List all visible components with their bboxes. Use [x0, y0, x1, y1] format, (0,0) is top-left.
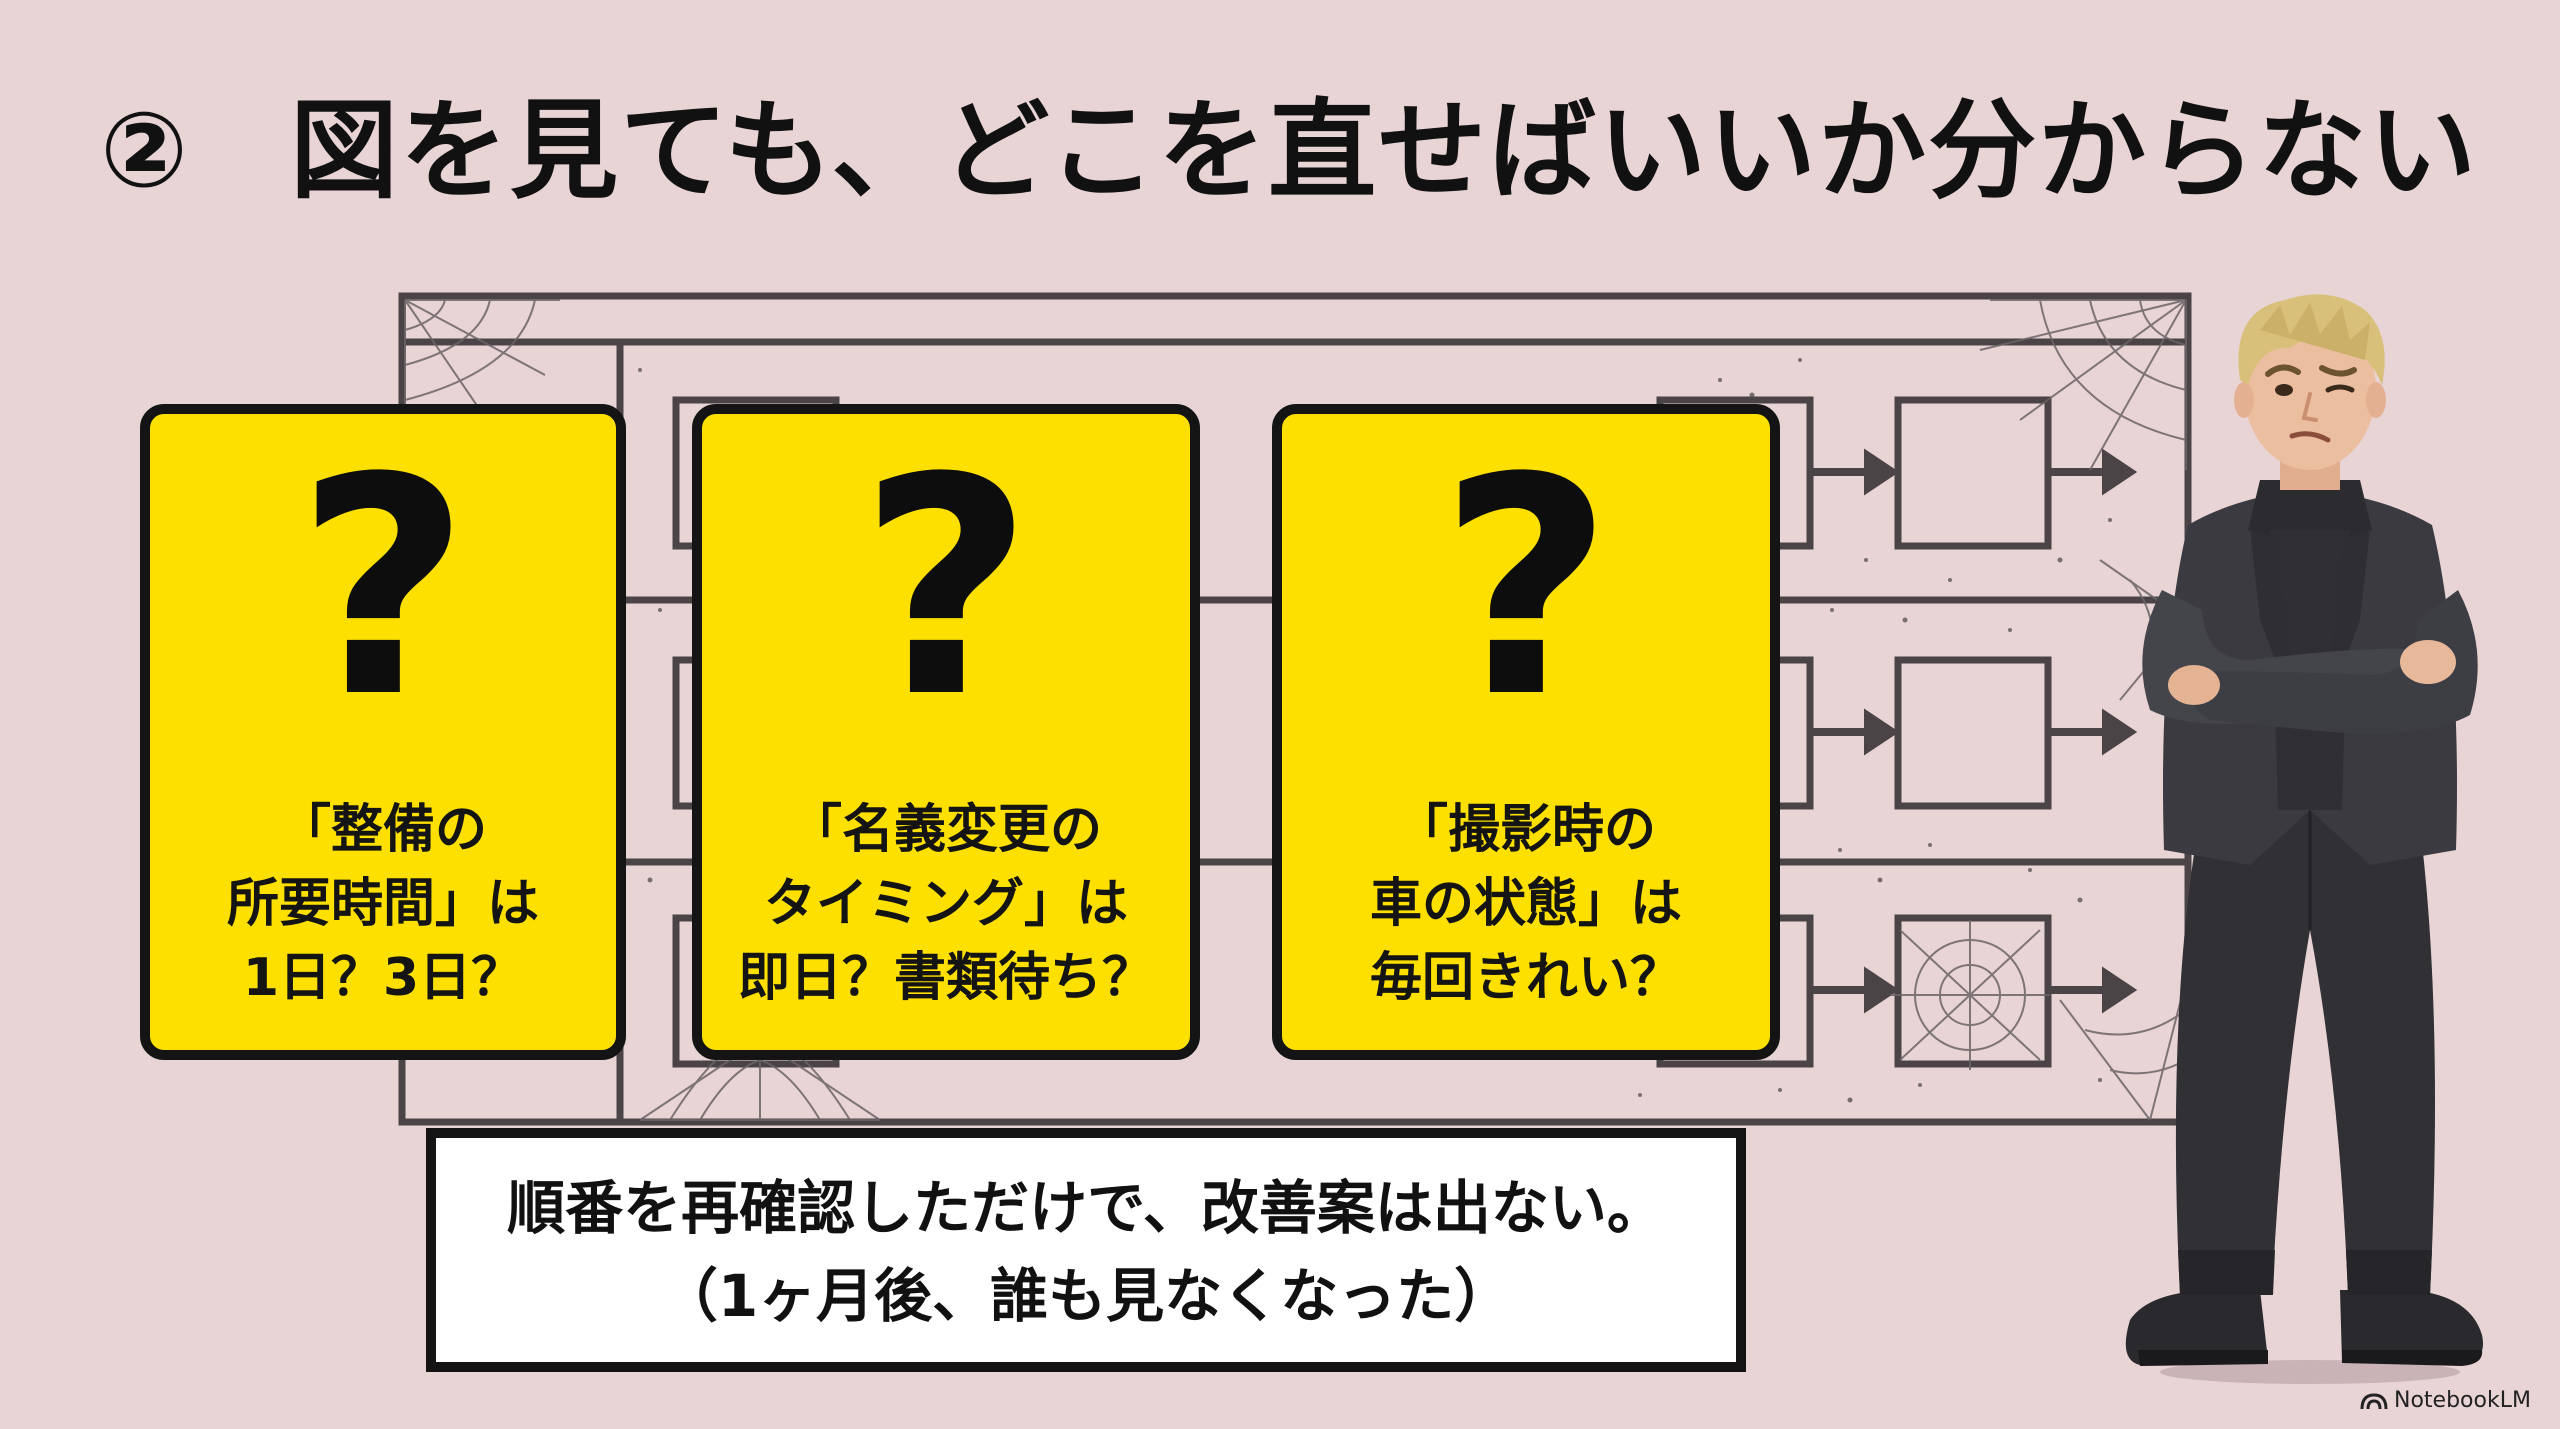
question-card-maintenance-time: ? 「整備の 所要時間」は 1日？3日？: [140, 404, 626, 1060]
cobweb-top-right: [1979, 299, 2187, 471]
cobweb-top-left: [404, 299, 560, 420]
caption-line-main: 順番を再確認しただけで、改善案は出ない。: [507, 1174, 1665, 1242]
brand-label: NotebookLM: [2394, 1388, 2531, 1413]
card-text-line: 毎回きれい？: [1369, 948, 1682, 1008]
title-number: ②: [99, 89, 189, 211]
page-title: 図を見ても、どこを直せばいいか分からない: [290, 89, 2479, 214]
notebooklm-brand: NotebookLM: [2360, 1384, 2550, 1418]
caption-line-note: （1ヶ月後、誰も見なくなった）: [659, 1262, 1513, 1330]
card-text-line: 所要時間」は: [226, 874, 539, 934]
caption-box: 順番を再確認しただけで、改善案は出ない。 （1ヶ月後、誰も見なくなった）: [426, 1128, 1746, 1372]
notebooklm-logo-icon: [2360, 1393, 2388, 1410]
card-text-line: 「整備の: [278, 800, 487, 860]
confused-man-arms-crossed-icon: [2125, 294, 2484, 1384]
question-card-name-change-timing: ? 「名義変更の タイミング」は 即日？書類待ち？: [692, 404, 1200, 1060]
question-card-photo-car-condition: ? 「撮影時の 車の状態」は 毎回きれい？: [1272, 404, 1780, 1060]
card-text-line: 即日？書類待ち？: [737, 948, 1154, 1008]
question-mark-icon: ?: [858, 414, 1034, 763]
card-text-line: 1日？3日？: [242, 948, 524, 1008]
card-text-line: 「名義変更の: [789, 800, 1102, 860]
card-text-line: タイミング」は: [763, 874, 1128, 934]
card-text-line: 「撮影時の: [1395, 800, 1656, 860]
card-text-line: 車の状態」は: [1369, 874, 1682, 934]
question-mark-icon: ?: [1438, 414, 1614, 763]
question-mark-icon: ?: [295, 414, 471, 763]
